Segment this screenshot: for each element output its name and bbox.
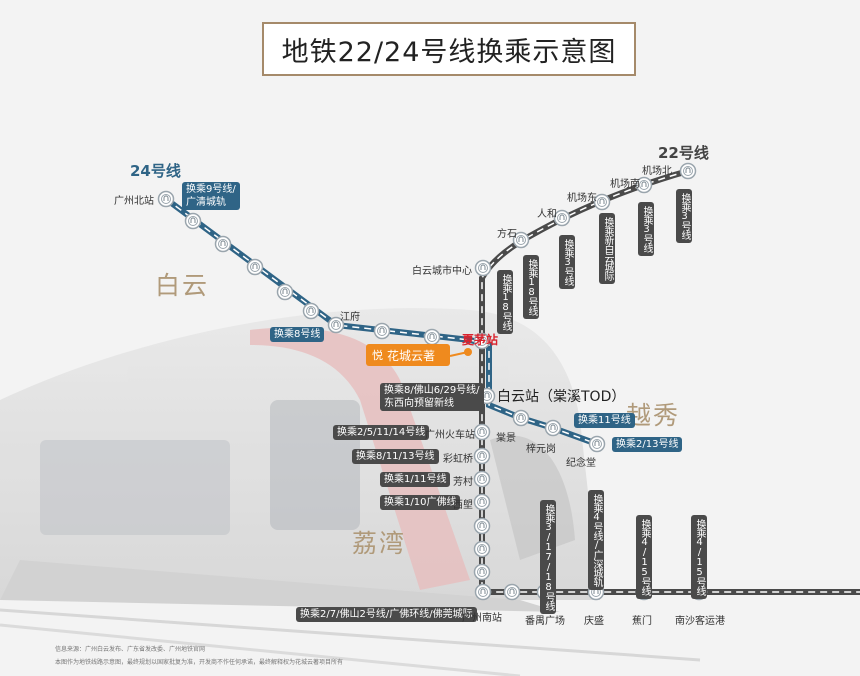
transfer-nansha-port: 换乘4/15号线 — [691, 515, 707, 599]
station-icon — [157, 190, 175, 208]
station-icon — [184, 212, 202, 230]
station-tangjing: 棠景 — [496, 433, 516, 444]
footnote-source: 信息来源：广州白云发布、广东省发改委、广州地铁官网 — [55, 646, 206, 653]
transfer-ziyuangang: 换乘11号线 — [574, 413, 635, 428]
station-icon — [512, 409, 530, 427]
station-icon — [302, 302, 320, 320]
station-panyu-guangchang: 番禺广场 — [525, 616, 565, 627]
station-icon — [474, 583, 492, 601]
station-icon — [214, 235, 232, 253]
transfer-jichangbei: 换乘3号线 — [676, 189, 692, 243]
station-guangzhou-huochezhan: 广州火车站 — [425, 430, 475, 441]
transfer-guangzhou-huochezhan: 换乘2/5/11/14号线 — [333, 425, 430, 440]
station-icon — [544, 419, 562, 437]
station-icon — [474, 259, 492, 277]
transfer-baiyun-center: 换乘18号线 — [497, 270, 513, 334]
project-logo: 悦 — [372, 349, 383, 362]
line-24-label: 24号线 — [130, 162, 181, 180]
station-nansha-port: 南沙客运港 — [675, 616, 725, 627]
station-icon — [473, 470, 491, 488]
transfer-guangzhoubei: 换乘9号线/ 广清城轨 — [182, 182, 240, 210]
line-22-label: 22号线 — [658, 144, 709, 162]
transfer-jichangnan: 换乘3号线 — [638, 202, 654, 256]
station-baiyun-center: 白云城市中心 — [412, 266, 472, 277]
station-caihongqiao: 彩虹桥 — [443, 454, 473, 465]
station-icon — [473, 447, 491, 465]
station-fangshi: 方石 — [497, 229, 517, 240]
transfer-caihongqiao: 换乘8/11/13号线 — [352, 449, 439, 464]
station-icon — [473, 517, 491, 535]
transfer-jiangfu: 换乘8号线 — [270, 327, 325, 342]
station-ziyuangang: 梓元岗 — [526, 444, 556, 455]
station-icon — [423, 328, 441, 346]
station-xiamao: 夏茅站 — [462, 333, 499, 347]
station-icon — [373, 322, 391, 340]
district-liwan: 荔湾 — [352, 529, 407, 558]
station-icon — [246, 258, 264, 276]
station-icon — [473, 493, 491, 511]
transfer-qingsheng: 换乘4号线/广深城轨 — [588, 490, 604, 590]
transfer-fangshi: 换乘18号线 — [523, 255, 539, 319]
transfer-fangcun: 换乘1/11号线 — [380, 472, 451, 487]
station-xilang: 西塱 — [453, 500, 473, 511]
footnote-disclaimer: 本图作为地铁线路示意图，最终规划以国家批复为准，开发商不作任何承诺，最终解释权为… — [55, 659, 344, 666]
transfer-jiniantang: 换乘2/13号线 — [612, 437, 683, 452]
station-renhe: 人和 — [537, 209, 557, 220]
station-icon — [473, 423, 491, 441]
transfer-xilang: 换乘1/10广佛线 — [380, 495, 461, 510]
station-fangcun: 芳村 — [453, 477, 473, 488]
transfer-xiamao: 换乘8/佛山6/29号线/ 东西向预留新线 — [380, 383, 484, 411]
station-icon — [276, 283, 294, 301]
transfer-jichangdong: 换乘新白云城际 — [599, 213, 615, 284]
station-baiyunzhan: 白云站（棠溪TOD） — [497, 389, 626, 405]
station-guangzhounan: 广州南站 — [462, 613, 502, 624]
train-illustration — [0, 308, 701, 676]
district-baiyun: 白云 — [155, 271, 210, 300]
station-guangzhoubei: 广州北站 — [114, 196, 154, 207]
project-pointer — [449, 351, 469, 357]
project-name: 花城云著 — [387, 348, 436, 363]
station-icon — [473, 563, 491, 581]
transfer-guangzhounan: 换乘2/7/佛山2号线/广佛环线/佛莞城际 — [296, 607, 477, 622]
page-title: 地铁22/24号线换乘示意图 — [262, 22, 636, 76]
station-jichangdong: 机场东 — [567, 193, 597, 204]
station-qingsheng: 庆盛 — [584, 616, 604, 627]
transfer-panyu-guangchang: 换乘3/17/18号线 — [540, 500, 556, 614]
station-jichangnan: 机场南 — [610, 179, 640, 190]
station-jiniantang: 纪念堂 — [566, 458, 596, 469]
transfer-renhe: 换乘3号线 — [559, 235, 575, 289]
transfer-jiaomen: 换乘4/15号线 — [636, 515, 652, 599]
project-badge: 悦 花城云著 — [366, 344, 450, 366]
station-jiaomen: 蕉门 — [632, 616, 652, 627]
station-icon — [473, 540, 491, 558]
station-jichangbei: 机场北 — [642, 166, 672, 177]
station-icon — [503, 583, 521, 601]
station-icon — [588, 435, 606, 453]
station-jiangfu: 江府 — [340, 312, 360, 323]
station-icon — [679, 162, 697, 180]
